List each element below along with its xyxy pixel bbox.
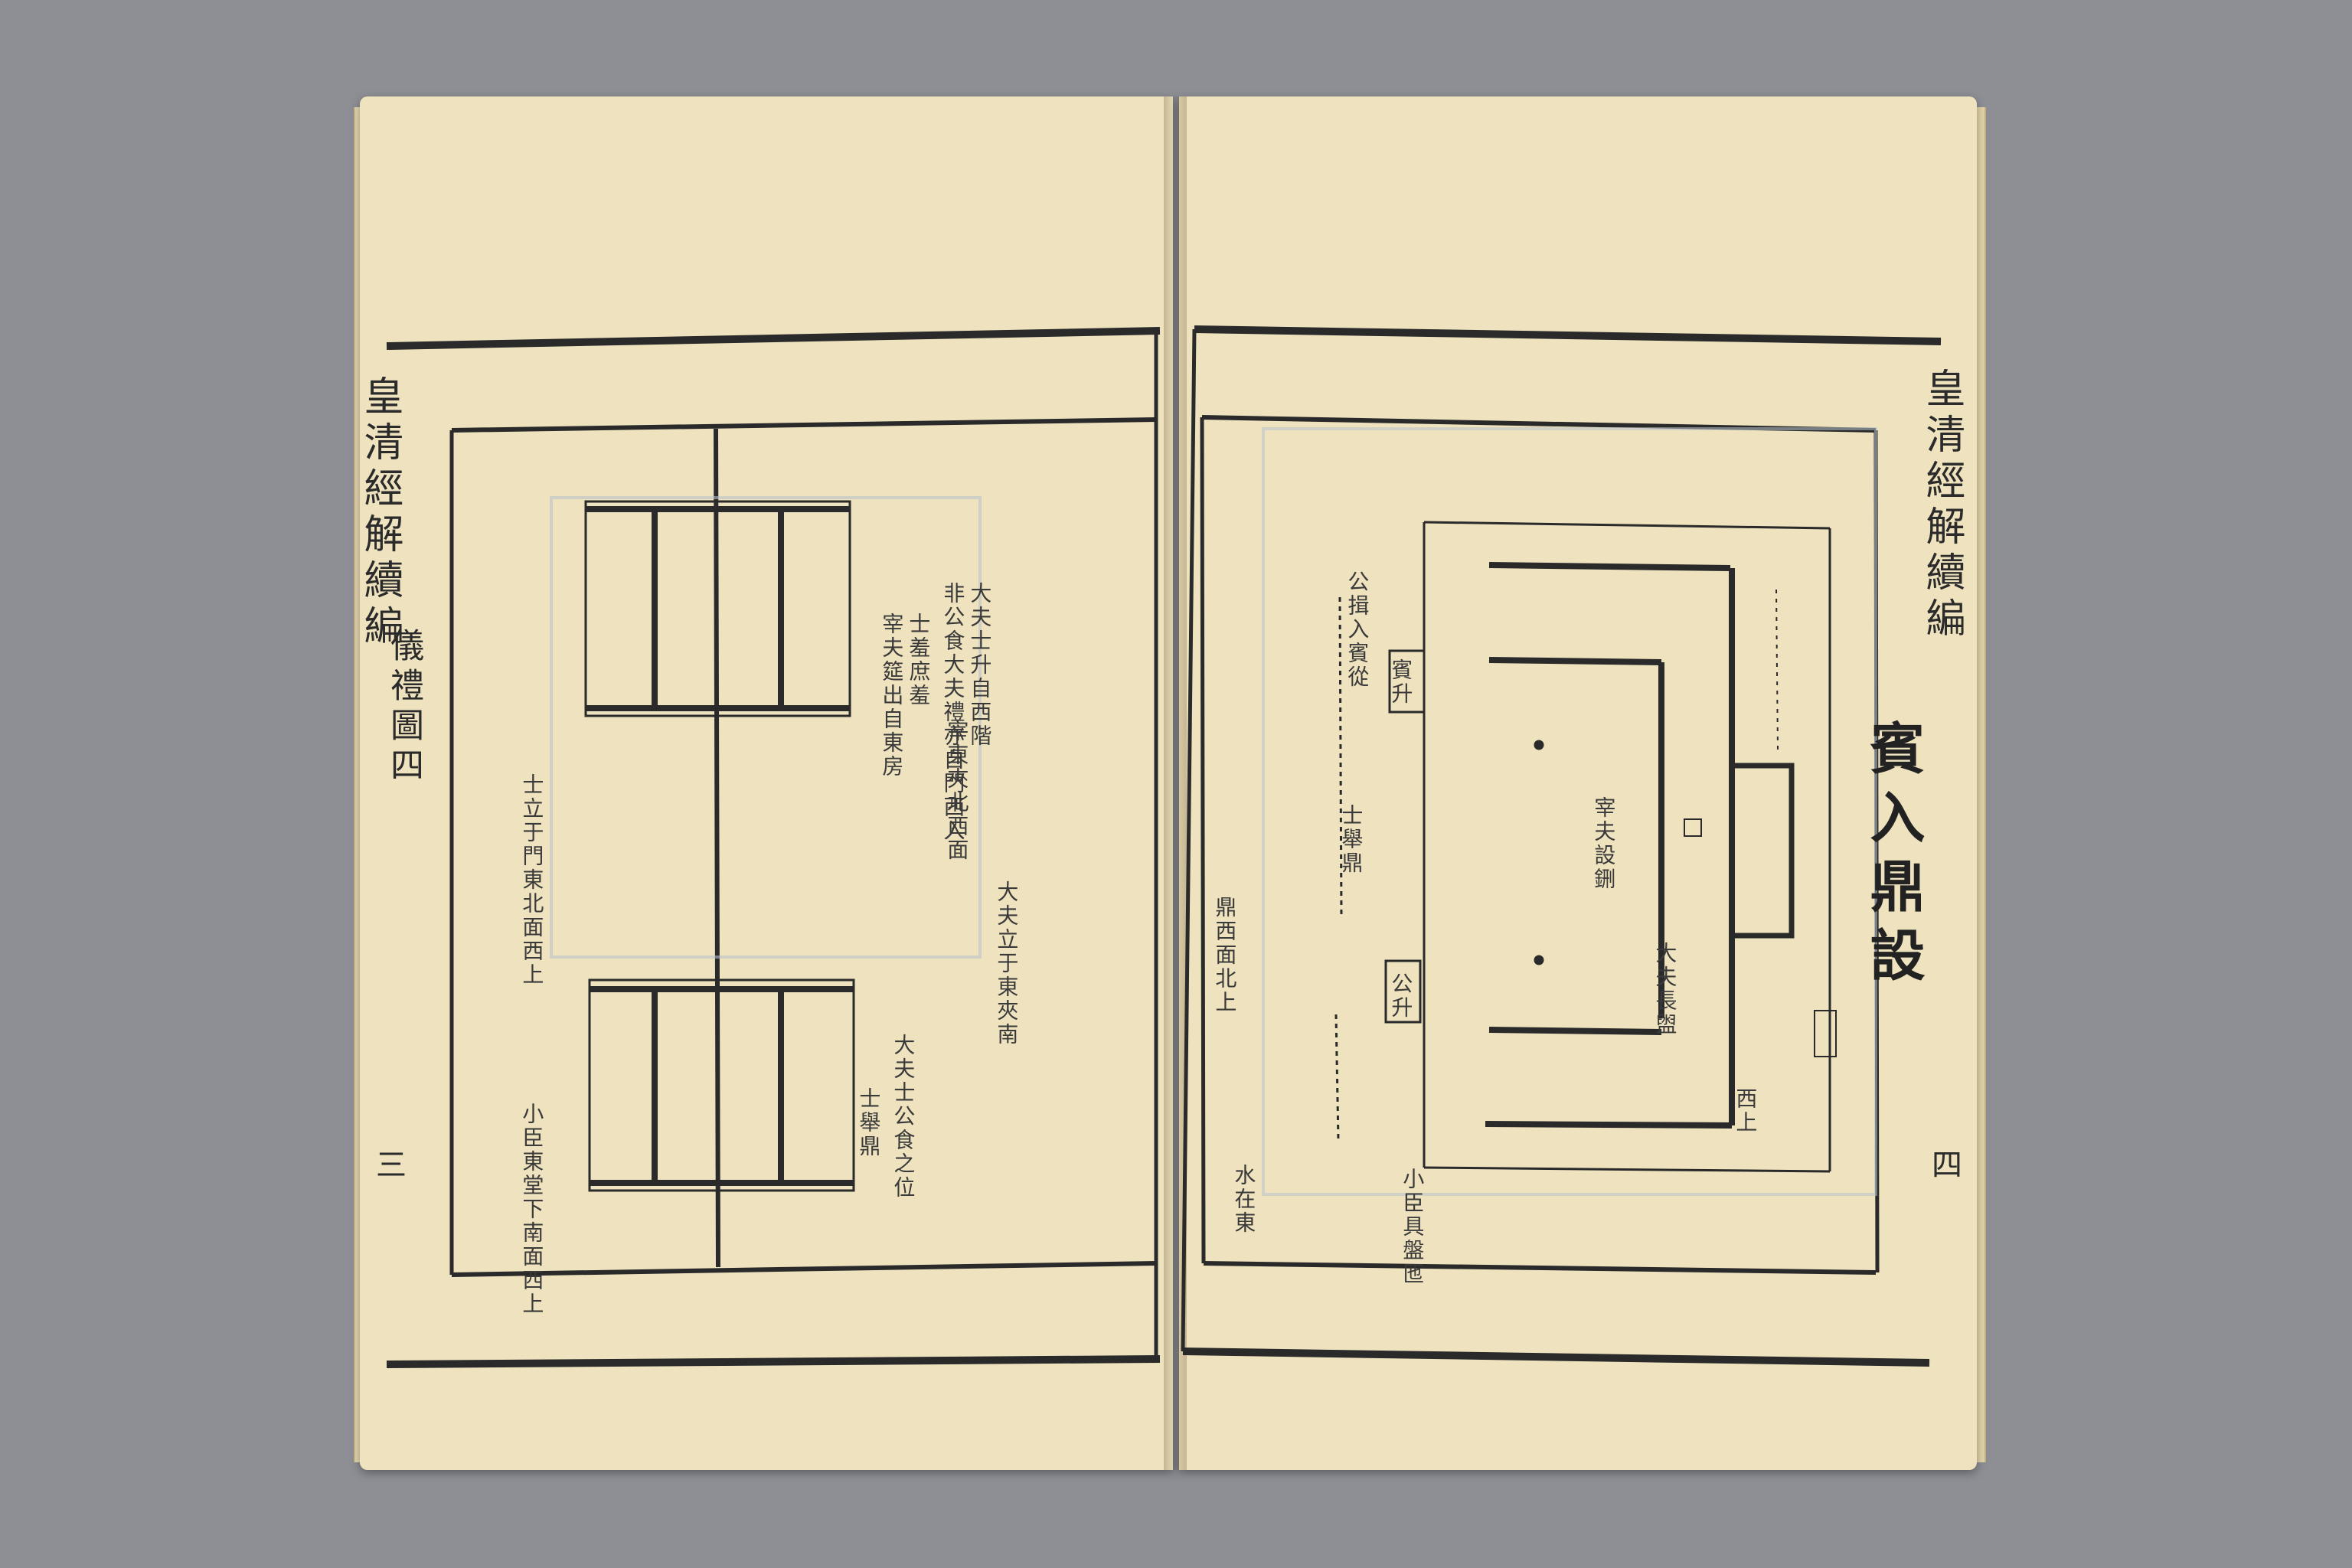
note-right-6: 大夫長盥: [1652, 942, 1678, 1037]
note-left-4: 士羞庶羞: [906, 612, 932, 707]
note-left-9: 小臣東堂下南面西上: [519, 1102, 545, 1316]
note-left-2: 大夫士升自西階: [967, 582, 993, 748]
note-right-7: 鼎西面北上: [1212, 896, 1238, 1014]
note-right-9: 水在東: [1231, 1164, 1257, 1235]
right-folio: 四: [1926, 1148, 1962, 1179]
note-right-3: 公升: [1388, 972, 1414, 1020]
right-page: [1179, 96, 1977, 1470]
right-running-title: 皇清經解續編: [1919, 368, 1965, 643]
note-left-8: 大夫士公食之位: [890, 1034, 916, 1200]
note-left-6: 大夫立于東夾南: [994, 880, 1020, 1047]
note-left-10: 士舉鼎: [856, 1087, 882, 1158]
note-left-7: 士立于門東北面西上: [519, 773, 545, 987]
left-diagram: [386, 327, 1161, 1368]
note-right-10: 西上: [1733, 1087, 1759, 1135]
left-folio: 三: [371, 1148, 406, 1179]
note-right-5: 士舉鼎: [1338, 804, 1364, 875]
left-chapter-label: 儀禮圖四: [384, 628, 423, 787]
note-right-2: 賓升: [1388, 658, 1414, 706]
note-right-1: 公揖入賓從: [1344, 570, 1370, 689]
note-left-3: 宰夫筵出自東房: [879, 612, 905, 779]
note-right-8: 小臣具盤匜: [1400, 1168, 1426, 1286]
right-diagram: [1181, 325, 1942, 1367]
left-page: [360, 96, 1173, 1470]
note-left-5: 宰東夾北西面: [944, 720, 970, 862]
note-left-1: 非公食大夫禮亦自門西入: [940, 582, 966, 843]
left-running-title: 皇清經解續編: [357, 375, 403, 651]
note-right-4: 宰夫設鉶: [1591, 796, 1617, 891]
right-heading: 賓入鼎設: [1860, 720, 1926, 995]
